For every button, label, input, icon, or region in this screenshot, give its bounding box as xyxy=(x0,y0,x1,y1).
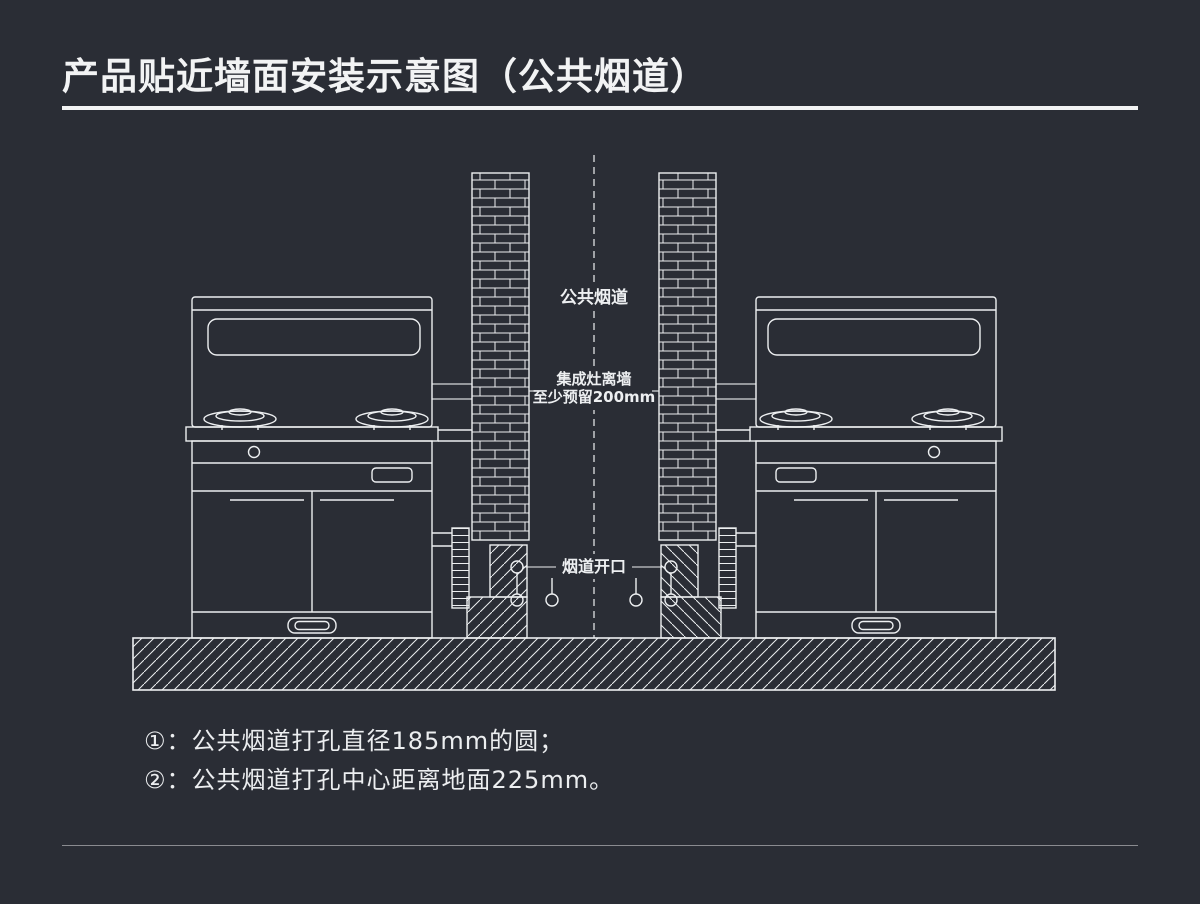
wall-gap-label-backing xyxy=(536,369,652,410)
flue-label-backing xyxy=(544,283,644,310)
opening-label-backing xyxy=(556,554,632,579)
wall-gap-label-line2: 至少预留200mm xyxy=(533,388,656,406)
bottom-divider xyxy=(62,845,1138,846)
page-title: 产品贴近墙面安装示意图（公共烟道） xyxy=(62,55,708,98)
flue-label: 公共烟道 xyxy=(560,287,628,308)
installation-notes: ①：公共烟道打孔直径185mm的圆； ②：公共烟道打孔中心距离地面225mm。 xyxy=(144,722,614,800)
left-assembly xyxy=(185,172,559,639)
note-1: ①：公共烟道打孔直径185mm的圆； xyxy=(144,727,565,755)
ground-hatch xyxy=(132,637,1056,691)
opening-label: 烟道开口 xyxy=(562,557,626,576)
wall-gap-label-line1: 集成灶离墙 xyxy=(555,370,631,388)
diagram-labels: 公共烟道 集成灶离墙 至少预留200mm 烟道开口 xyxy=(533,283,656,579)
note-2: ②：公共烟道打孔中心距离地面225mm。 xyxy=(144,766,615,794)
right-assembly xyxy=(629,172,1003,639)
title-underline xyxy=(62,106,1138,110)
